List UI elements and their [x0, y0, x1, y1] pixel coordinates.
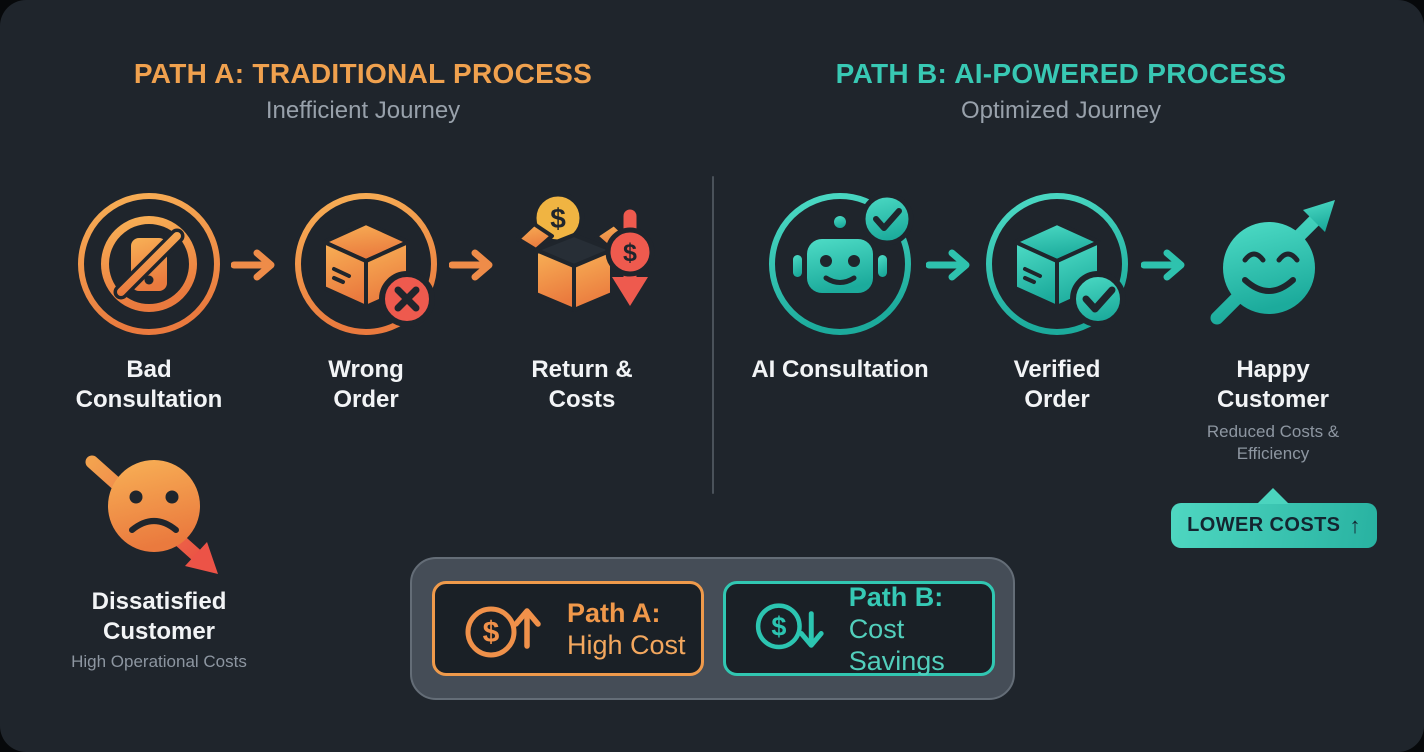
step-label: Bad Consultation: [75, 356, 223, 413]
step-label: Happy Customer: [1216, 356, 1330, 413]
box-error-icon: [295, 193, 437, 335]
step-label: Verified Order: [1013, 356, 1101, 413]
path-b-header: PATH B: AI-POWERED PROCESS Optimized Jou…: [711, 58, 1411, 125]
svg-text:$: $: [771, 611, 786, 641]
outcome-sublabel: High Operational Costs: [71, 652, 247, 671]
dollar-up-icon: $: [465, 606, 541, 657]
up-arrow-icon: ↑: [1349, 512, 1361, 538]
step-sublabel: Reduced Costs & Efficiency: [1206, 422, 1340, 463]
legend-text: Path B: Cost Savings: [849, 581, 992, 677]
lower-costs-label: LOWER COSTS: [1187, 514, 1341, 536]
robot-check-icon: [769, 192, 914, 335]
svg-text:$: $: [483, 616, 500, 649]
legend-path-b: $ Path B: Cost Savings: [723, 581, 995, 676]
legend-path-a: $ Path A: High Cost: [432, 581, 704, 676]
vertical-divider: [712, 176, 714, 494]
sad-face-trend-down-icon: [85, 455, 218, 574]
arrow-right-icon: [231, 249, 275, 281]
legend-value: Cost Savings: [848, 613, 945, 676]
legend-value: High Cost: [567, 629, 686, 660]
cost-legend: $ Path A: High Cost $ Path B: Cost Savin…: [410, 557, 1015, 700]
path-b-subtitle: Optimized Journey: [960, 97, 1162, 124]
path-b-title: PATH B: AI-POWERED PROCESS: [835, 58, 1287, 89]
dollar-down-icon: $: [755, 602, 824, 649]
path-a-header: PATH A: TRADITIONAL PROCESS Inefficient …: [13, 58, 713, 125]
arrow-right-icon: [1141, 249, 1185, 281]
step-label: Wrong Order: [328, 356, 404, 413]
no-phone-icon: [78, 193, 220, 335]
svg-text:$: $: [623, 239, 637, 267]
svg-text:$: $: [550, 203, 566, 234]
return-costs-icon: $ $: [516, 191, 655, 312]
arrow-right-icon: [926, 249, 970, 281]
legend-text: Path A: High Cost: [567, 597, 686, 661]
legend-title: Path A:: [567, 597, 661, 628]
outcome-label: Dissatisfied Customer: [91, 588, 227, 645]
box-check-icon: [986, 193, 1128, 335]
path-a-title: PATH A: TRADITIONAL PROCESS: [133, 58, 593, 89]
happy-face-trend-up-icon: [1210, 200, 1335, 325]
lower-costs-badge: LOWER COSTS ↑: [1171, 488, 1377, 548]
step-label: Return & Costs: [531, 356, 633, 413]
legend-title: Path B:: [848, 581, 944, 612]
path-a-subtitle: Inefficient Journey: [265, 97, 461, 124]
step-label: AI Consultation: [751, 356, 929, 383]
arrow-right-icon: [449, 249, 493, 281]
